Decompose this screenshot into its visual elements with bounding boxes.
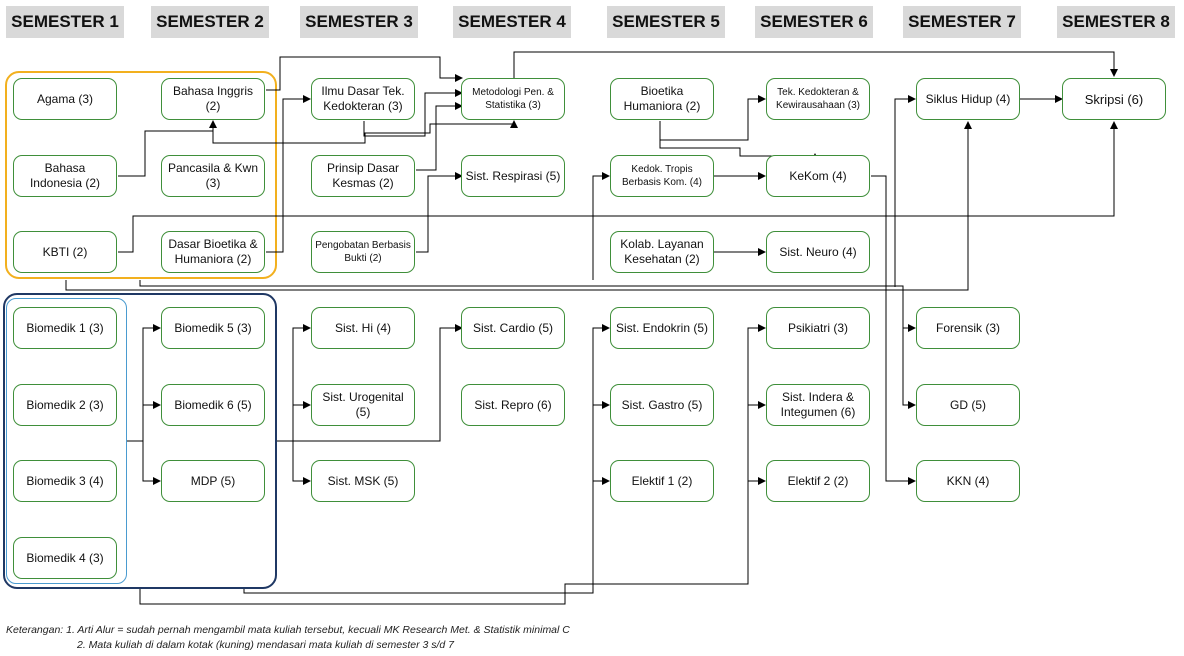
general-courses-group [5, 71, 277, 279]
course-biomedik-2[interactable]: Biomedik 2 (3) [13, 384, 117, 426]
semester-8-header: SEMESTER 8 [1057, 6, 1175, 38]
semester-3-header: SEMESTER 3 [300, 6, 418, 38]
course-kolab-layanan[interactable]: Kolab. Layanan Kesehatan (2) [610, 231, 714, 273]
course-mdp[interactable]: MDP (5) [161, 460, 265, 502]
course-sist-hi[interactable]: Sist. Hi (4) [311, 307, 415, 349]
course-kkn[interactable]: KKN (4) [916, 460, 1020, 502]
course-metodologi[interactable]: Metodologi Pen. & Statistika (3) [461, 78, 565, 120]
biomedik-outer-group [3, 293, 277, 589]
course-kekom[interactable]: KeKom (4) [766, 155, 870, 197]
course-biomedik-5[interactable]: Biomedik 5 (3) [161, 307, 265, 349]
course-kedok-tropis[interactable]: Kedok. Tropis Berbasis Kom. (4) [610, 155, 714, 197]
course-elektif-2[interactable]: Elektif 2 (2) [766, 460, 870, 502]
course-pengobatan[interactable]: Pengobatan Berbasis Bukti (2) [311, 231, 415, 273]
course-psikiatri[interactable]: Psikiatri (3) [766, 307, 870, 349]
semester-5-header: SEMESTER 5 [607, 6, 725, 38]
semester-4-header: SEMESTER 4 [453, 6, 571, 38]
course-biomedik-4[interactable]: Biomedik 4 (3) [13, 537, 117, 579]
course-sist-gastro[interactable]: Sist. Gastro (5) [610, 384, 714, 426]
course-biomedik-6[interactable]: Biomedik 6 (5) [161, 384, 265, 426]
course-sist-indera[interactable]: Sist. Indera & Integumen (6) [766, 384, 870, 426]
course-bahasa-indonesia[interactable]: Bahasa Indonesia (2) [13, 155, 117, 197]
semester-2-header: SEMESTER 2 [151, 6, 269, 38]
course-ilmu-dasar[interactable]: Ilmu Dasar Tek. Kedokteran (3) [311, 78, 415, 120]
course-pancasila[interactable]: Pancasila & Kwn (3) [161, 155, 265, 197]
course-biomedik-1[interactable]: Biomedik 1 (3) [13, 307, 117, 349]
course-biomedik-3[interactable]: Biomedik 3 (4) [13, 460, 117, 502]
course-sist-repro[interactable]: Sist. Repro (6) [461, 384, 565, 426]
course-prinsip-dasar[interactable]: Prinsip Dasar Kesmas (2) [311, 155, 415, 197]
course-sist-msk[interactable]: Sist. MSK (5) [311, 460, 415, 502]
course-elektif-1[interactable]: Elektif 1 (2) [610, 460, 714, 502]
course-gd[interactable]: GD (5) [916, 384, 1020, 426]
course-dasar-bioetika[interactable]: Dasar Bioetika & Humaniora (2) [161, 231, 265, 273]
legend-note-1: Keterangan: 1. Arti Alur = sudah pernah … [6, 624, 570, 636]
course-tek-kedokteran[interactable]: Tek. Kedokteran & Kewirausahaan (3) [766, 78, 870, 120]
course-kbti[interactable]: KBTI (2) [13, 231, 117, 273]
course-forensik[interactable]: Forensik (3) [916, 307, 1020, 349]
course-siklus-hidup[interactable]: Siklus Hidup (4) [916, 78, 1020, 120]
course-sist-cardio[interactable]: Sist. Cardio (5) [461, 307, 565, 349]
course-sist-endokrin[interactable]: Sist. Endokrin (5) [610, 307, 714, 349]
course-sist-urogenital[interactable]: Sist. Urogenital (5) [311, 384, 415, 426]
course-sist-respirasi[interactable]: Sist. Respirasi (5) [461, 155, 565, 197]
course-sist-neuro[interactable]: Sist. Neuro (4) [766, 231, 870, 273]
semester-6-header: SEMESTER 6 [755, 6, 873, 38]
course-skripsi[interactable]: Skripsi (6) [1062, 78, 1166, 120]
semester-7-header: SEMESTER 7 [903, 6, 1021, 38]
course-bioetika-humaniora[interactable]: Bioetika Humaniora (2) [610, 78, 714, 120]
legend-note-2: 2. Mata kuliah di dalam kotak (kuning) m… [77, 639, 455, 651]
biomedik-inner-group [6, 298, 127, 584]
course-bahasa-inggris[interactable]: Bahasa Inggris (2) [161, 78, 265, 120]
course-agama[interactable]: Agama (3) [13, 78, 117, 120]
semester-1-header: SEMESTER 1 [6, 6, 124, 38]
